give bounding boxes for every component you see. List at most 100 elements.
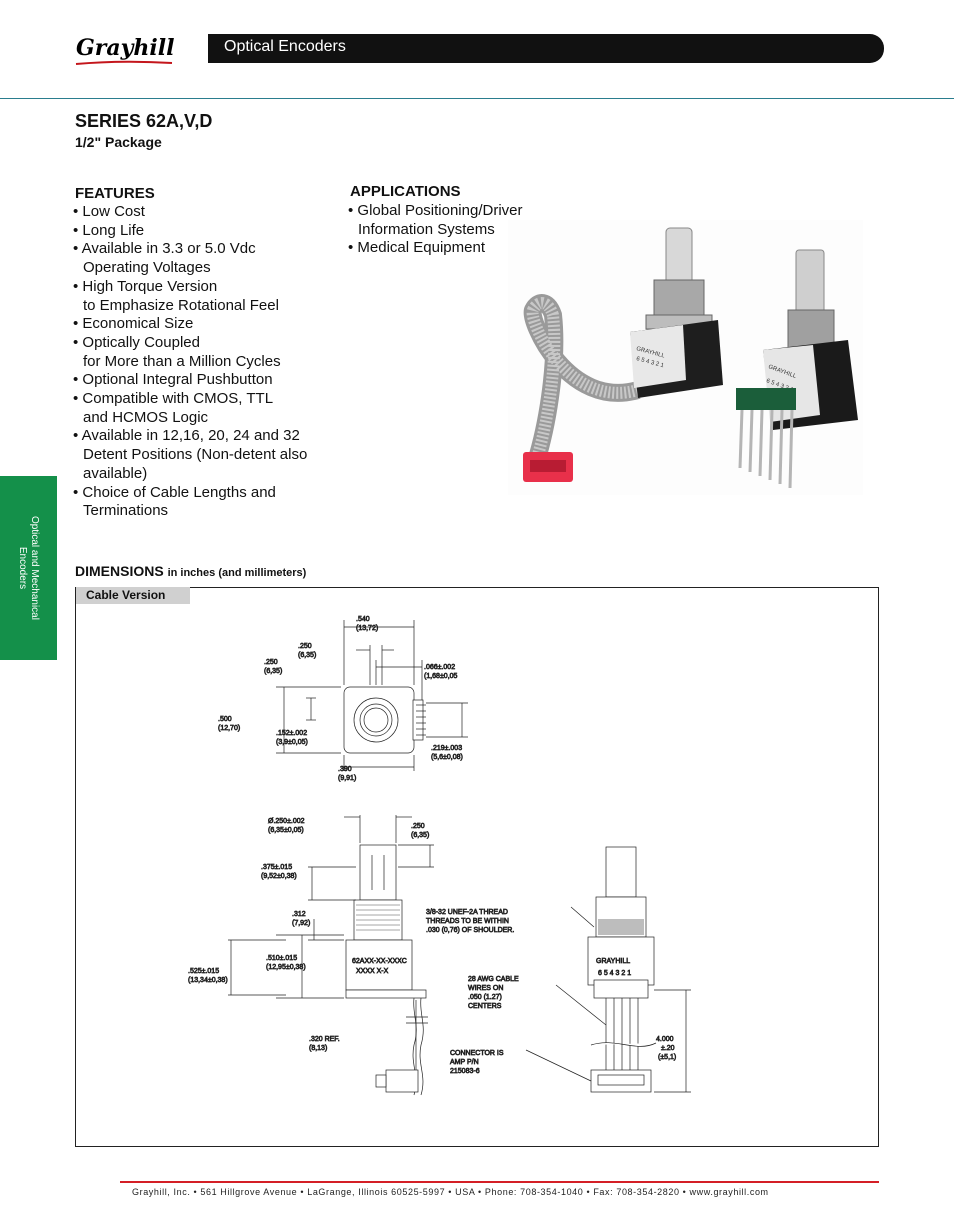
- product-photo: GRAYHILL 6 5 4 3 2 1 GRAYHILL 6 5 4 3 2 …: [508, 220, 863, 495]
- cable-note-3: .050 (1.27): [468, 994, 502, 1001]
- top-view: .540 (13,72) .250 (6,35) .250 (6,35) .06…: [218, 616, 468, 782]
- connector-note-2: AMP P/N: [450, 1059, 479, 1066]
- footer-contact: Grayhill, Inc. • 561 Hillgrove Avenue • …: [132, 1187, 769, 1197]
- feature-line: Detent Positions (Non-detent also: [83, 446, 308, 464]
- feature-line: Terminations: [83, 502, 169, 520]
- dimensions-units: in inches (and millimeters): [167, 567, 307, 579]
- feature-item: • Optional Integral Pushbutton: [73, 371, 333, 390]
- dim-152-mm: (3,9±0,05): [276, 739, 308, 746]
- feature-line: • Compatible with CMOS, TTL: [73, 390, 274, 408]
- dim-540-mm: (13,72): [356, 625, 378, 632]
- dim-510-mm: (12,95±0,38): [266, 964, 306, 971]
- dim-312: .312: [292, 911, 306, 918]
- dim-390-mm: (9,91): [338, 775, 356, 782]
- feature-line: • Choice of Cable Lengths and: [73, 483, 276, 501]
- dim-dia250: Ø.250±.002: [268, 818, 305, 825]
- cable-version-label: Cable Version: [76, 587, 190, 604]
- application-line: • Medical Equipment: [348, 239, 485, 257]
- side-tab-line: Encoders: [17, 546, 29, 590]
- thread-note-2: THREADS TO BE WITHIN: [426, 918, 509, 925]
- application-line: • Global Positioning/Driver: [348, 202, 523, 219]
- features-list: • Low Cost • Long Life • Available in 3.…: [73, 203, 333, 521]
- dim-250a-mm: (6,35): [298, 652, 316, 659]
- dim-375: .375±.015: [261, 864, 292, 871]
- side-view: 62AXX-XX-XXXC XXXX X-X Ø.250±.002 (6,35±…: [188, 815, 515, 1096]
- dim-4000-tol: ±.20: [661, 1045, 675, 1052]
- feature-line: • Long Life: [73, 221, 145, 239]
- feature-item: • Low Cost: [73, 203, 333, 222]
- cable-note-1: 28 AWG CABLE: [468, 976, 519, 983]
- dimensions-heading: DIMENSIONS in inches (and millimeters): [75, 563, 306, 579]
- application-line: Information Systems: [358, 220, 495, 238]
- header-divider: [0, 98, 954, 99]
- feature-item: • Long Life: [73, 222, 333, 241]
- front-view: GRAYHILL 6 5 4 3 2 1 28 AWG CABLE WIRES …: [450, 846, 691, 1093]
- side-label-pn: 62AXX-XX-XXXC: [352, 958, 407, 965]
- dim-320: .320 REF.: [309, 1036, 340, 1043]
- side-label-x: XXXX X-X: [356, 968, 389, 975]
- dim-312-mm: (7,92): [292, 920, 310, 927]
- application-item: • Medical Equipment: [348, 239, 548, 258]
- cable-note-4: CENTERS: [468, 1003, 502, 1010]
- dim-dia250-mm: (6,35±0,05): [268, 827, 304, 834]
- thread-note-1: 3/8-32 UNEF-2A THREAD: [426, 909, 508, 916]
- dim-side-250: .250: [411, 823, 425, 830]
- feature-line: • Available in 12,16, 20, 24 and 32: [73, 427, 300, 445]
- feature-line: • Economical Size: [73, 315, 194, 333]
- dim-390: .390: [338, 766, 352, 773]
- thread-note-3: .030 (0,76) OF SHOULDER.: [426, 927, 514, 934]
- dim-500: .500: [218, 716, 232, 723]
- dim-250a: .250: [298, 643, 312, 650]
- dim-525: .525±.015: [188, 968, 219, 975]
- dim-152: .152±.002: [276, 730, 307, 737]
- dimension-drawing: .540 (13,72) .250 (6,35) .250 (6,35) .06…: [76, 605, 878, 1145]
- feature-line: • High Torque Version: [73, 277, 218, 295]
- connector-note-1: CONNECTOR IS: [450, 1050, 504, 1057]
- feature-line: • Low Cost: [73, 203, 145, 220]
- page-category-title: Optical Encoders: [224, 38, 346, 55]
- cable-note-2: WIRES ON: [468, 985, 503, 992]
- dim-250b-mm: (6,35): [264, 668, 282, 675]
- dim-500-mm: (12,70): [218, 725, 240, 732]
- package-subtitle: 1/2" Package: [75, 134, 162, 150]
- side-tab-line: Optical and Mechanical: [29, 516, 41, 620]
- dimensions-title: DIMENSIONS: [75, 563, 164, 579]
- front-pins: 6 5 4 3 2 1: [598, 970, 631, 977]
- feature-line: Operating Voltages: [83, 259, 211, 277]
- feature-line: • Optional Integral Pushbutton: [73, 371, 273, 389]
- feature-item: • Economical Size: [73, 315, 333, 334]
- feature-line: available): [83, 464, 148, 482]
- dim-4000-mm: (±5,1): [658, 1054, 676, 1061]
- dim-219: .219±.003: [431, 745, 462, 752]
- dim-219-mm: (5,6±0,08): [431, 754, 463, 761]
- dimensions-drawing-frame: [75, 587, 879, 1147]
- dim-side-250-mm: (6,35): [411, 832, 429, 839]
- front-brand: GRAYHILL: [596, 958, 630, 965]
- dim-066: .066±.002: [424, 664, 455, 671]
- applications-heading: APPLICATIONS: [350, 183, 461, 200]
- grayhill-logo: Grayhill: [72, 30, 176, 70]
- connector-note-3: 215083-6: [450, 1068, 480, 1075]
- feature-line: • Optically Coupled: [73, 333, 200, 351]
- footer-divider: [120, 1181, 879, 1183]
- dim-375-mm: (9,52±0,38): [261, 873, 297, 880]
- feature-line: for More than a Million Cycles: [83, 352, 281, 370]
- dim-525-mm: (13,34±0,38): [188, 977, 228, 984]
- dim-4000: 4.000: [656, 1036, 674, 1043]
- feature-line: to Emphasize Rotational Feel: [83, 296, 279, 314]
- header-bar: Optical Encoders: [208, 34, 884, 63]
- dim-066-mm: (1,68±0,05: [424, 673, 458, 680]
- feature-line: and HCMOS Logic: [83, 408, 209, 426]
- dim-320-mm: (8,13): [309, 1045, 327, 1052]
- features-heading: FEATURES: [75, 185, 155, 202]
